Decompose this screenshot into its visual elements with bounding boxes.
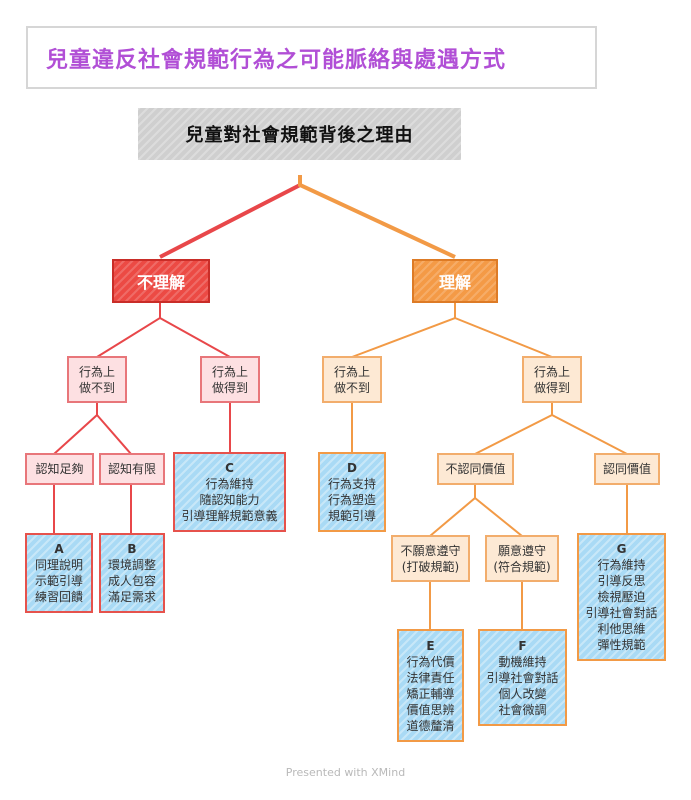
- leaf-b-text: 環境調整 成人包容 滿足需求: [107, 558, 156, 604]
- connector-org-dis2: [474, 497, 523, 537]
- footer-credit: Presented with XMind: [285, 766, 406, 779]
- node-understand: 理解: [412, 259, 498, 303]
- node-disagree-value: 不認同價值: [437, 453, 514, 485]
- node-cognition-limited: 認知有限: [99, 453, 165, 485]
- leaf-g-letter: G: [616, 542, 627, 556]
- connector-org-l1: [351, 303, 456, 358]
- leaf-a: A 同理說明 示範引導 練習回饋: [25, 533, 93, 613]
- node-red-can: 行為上 做得到: [200, 356, 260, 403]
- leaf-a-letter: A: [54, 542, 64, 556]
- leaf-a-text: 同理說明 示範引導 練習回饋: [34, 558, 83, 604]
- node-cognition-enough: 認知足夠: [25, 453, 94, 485]
- leaf-e-text: 行為代價 法律責任 矯正輔導 價值思辨 道德釐清: [406, 654, 455, 733]
- leaf-b: B 環境調整 成人包容 滿足需求: [99, 533, 165, 613]
- node-willing: 願意遵守 (符合規範): [485, 535, 559, 582]
- leaf-d-text: 行為支持 行為塑造 規範引導: [327, 477, 376, 523]
- node-red-cannot: 行為上 做不到: [67, 356, 127, 403]
- leaf-g: G 行為維持 引導反思 檢視壓迫 引導社會對話 利他思維 彈性規範: [577, 533, 666, 661]
- leaf-f-letter: F: [518, 638, 527, 653]
- connector-root-notunderstand: [159, 175, 302, 259]
- diagram-title: 兒童違反社會規範行為之可能脈絡與處遇方式: [26, 26, 597, 89]
- leaf-d-letter: D: [347, 461, 357, 475]
- leaf-b-letter: B: [127, 542, 137, 556]
- connector-org-l1b: [454, 317, 553, 358]
- leaf-d: D 行為支持 行為塑造 規範引導: [318, 452, 386, 532]
- root-node: 兒童對社會規範背後之理由: [138, 108, 461, 160]
- connector-org-can: [474, 403, 553, 455]
- leaf-c: C 行為維持 隨認知能力 引導理解規範意義: [173, 452, 286, 532]
- node-not-understand: 不理解: [112, 259, 210, 303]
- connector-red-l2: [53, 403, 98, 455]
- leaf-e: E 行為代價 法律責任 矯正輔導 價值思辨 道德釐清: [397, 629, 464, 742]
- connector-red-l2b: [96, 414, 132, 455]
- connector-red-l1b: [159, 317, 231, 358]
- leaf-e-letter: E: [426, 638, 435, 653]
- leaf-f-text: 動機維持 引導社會對話 個人改變 社會微調: [486, 654, 559, 717]
- leaf-c-text: 行為維持 隨認知能力 引導理解規範意義: [181, 477, 278, 523]
- node-unwilling: 不願意遵守 (打破規範): [391, 535, 470, 582]
- node-org-can: 行為上 做得到: [522, 356, 582, 403]
- connector-org-can2: [551, 414, 628, 455]
- leaf-g-text: 行為維持 引導反思 檢視壓迫 引導社會對話 利他思維 彈性規範: [585, 558, 658, 652]
- connector-red-l1: [96, 303, 161, 358]
- connector-org-dis: [429, 484, 476, 537]
- node-org-cannot: 行為上 做不到: [322, 356, 382, 403]
- connector-root-understand: [298, 175, 456, 259]
- leaf-c-letter: C: [225, 461, 234, 475]
- leaf-f: F 動機維持 引導社會對話 個人改變 社會微調: [478, 629, 567, 726]
- node-agree-value: 認同價值: [594, 453, 660, 485]
